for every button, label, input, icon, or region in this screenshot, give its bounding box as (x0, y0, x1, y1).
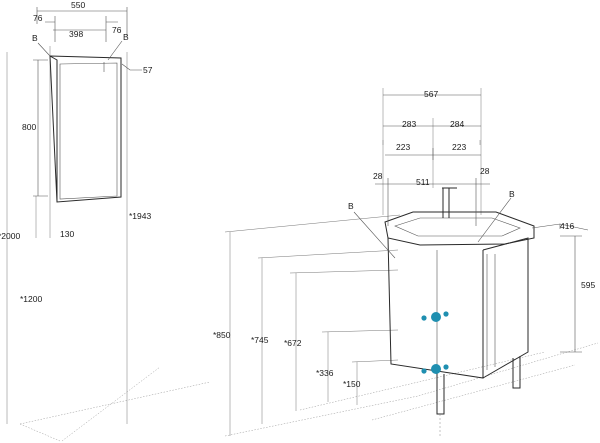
dim-vanity-total-height: *850 (213, 330, 231, 340)
wall-cabinet (6, 7, 211, 442)
dim-line-398 (45, 16, 118, 42)
fitting-marker-lower-left (421, 368, 427, 374)
dim-cabinet-side-left: 76 (33, 13, 43, 23)
cabinet-extension-lines (6, 46, 128, 424)
dim-vanity-tap-spacing: 511 (416, 177, 430, 187)
dim-vanity-total-width: 567 (424, 89, 438, 99)
label-b-cabinet-right: B (123, 32, 129, 42)
dim-vanity-offset-left: 28 (373, 171, 383, 181)
dim-line-800 (33, 59, 48, 197)
dim-cabinet-bottom-gap: 130 (60, 229, 74, 239)
label-b-vanity-left: B (348, 201, 354, 211)
dim-vanity-half-right: 284 (450, 119, 464, 129)
cabinet-side (49, 55, 58, 202)
vanity-side-right (482, 237, 529, 379)
dim-line-550 (36, 7, 128, 36)
fitting-marker-upper (431, 312, 441, 322)
dim-vanity-height-672: *672 (284, 338, 302, 348)
dim-vanity-height-745: *745 (251, 335, 269, 345)
vanity-unit (224, 88, 599, 437)
dim-cabinet-top-height: *1943 (129, 211, 151, 221)
dim-cabinet-floor-height: *2000 (0, 231, 20, 241)
dim-cabinet-mount-height: *1200 (20, 294, 42, 304)
vanity-height-leaders (224, 214, 401, 363)
b-leaders-cabinet (37, 40, 123, 61)
cabinet-floor-lines (19, 366, 211, 442)
dim-line-416 (531, 223, 589, 231)
vanity-front-left (387, 237, 484, 379)
basin-outline (384, 211, 535, 246)
dim-line-511 (375, 178, 490, 226)
dim-vanity-body-height: 595 (581, 280, 595, 290)
cabinet-door (59, 62, 118, 200)
fitting-marker-upper-right (443, 311, 449, 317)
fitting-marker-upper-left (421, 315, 427, 321)
label-b-vanity-right: B (509, 189, 515, 199)
basin-bowl (394, 217, 521, 237)
fitting-marker-lower (431, 364, 441, 374)
dim-line-223 (385, 148, 481, 160)
dim-cabinet-door-height: 800 (22, 122, 36, 132)
dim-vanity-height-150: *150 (343, 379, 361, 389)
dim-line-57 (121, 63, 142, 71)
dim-vanity-hole-right: 223 (452, 142, 466, 152)
dim-vanity-height-336: *336 (316, 368, 334, 378)
cabinet-front (49, 55, 122, 203)
dim-vanity-depth: 416 (560, 221, 574, 231)
b-leaders-vanity (353, 197, 512, 259)
dim-vanity-hole-left: 223 (396, 142, 410, 152)
fitting-markers (421, 311, 449, 374)
tap-body (442, 187, 457, 218)
dim-vanity-half-left: 283 (402, 119, 416, 129)
dim-vanity-offset-right: 28 (480, 166, 490, 176)
label-b-cabinet-left: B (32, 33, 38, 43)
vanity-height-extensions (229, 232, 358, 436)
dim-cabinet-depth: 57 (143, 65, 153, 75)
dim-cabinet-inner-width: 398 (69, 29, 83, 39)
vanity-door-seams (436, 250, 496, 372)
fitting-marker-lower-right (443, 364, 449, 370)
dim-line-595 (560, 235, 582, 353)
dim-cabinet-total-width: 550 (71, 0, 85, 10)
vanity-legs (436, 356, 521, 415)
vanity-floor-lines (224, 342, 599, 437)
dim-cabinet-side-right: 76 (112, 25, 122, 35)
